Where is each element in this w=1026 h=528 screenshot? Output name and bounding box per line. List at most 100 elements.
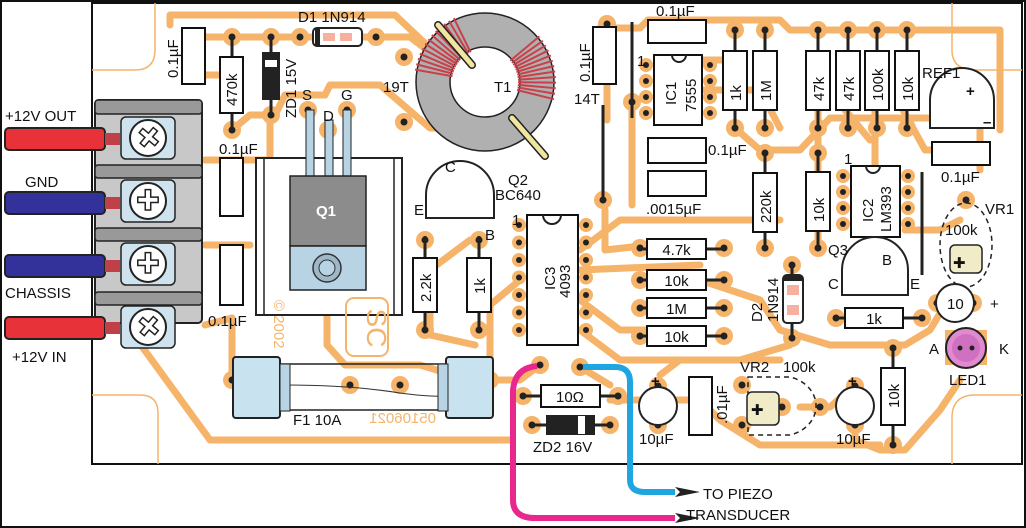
r100k-label: 100k [870,68,887,101]
toroid-winding [517,70,556,79]
vr2-adjust-icon: ✚ [751,402,764,419]
trimpot-vr2[interactable] [746,391,780,426]
zener-zd1 [262,52,280,100]
q1-s-label: S [302,87,312,104]
ic-pin-hole [583,274,589,281]
r10ohm-label: 10Ω [556,389,584,406]
resistor-r1k-c [844,307,904,329]
wire-12v-in [4,316,120,340]
r2k2-label: 2.2k [418,273,435,302]
resistor-1k-a [466,257,492,313]
screw-icon[interactable] [129,245,167,283]
diode-d1 [312,27,363,47]
capacitor-c2 [219,157,244,217]
resistor-r4k7 [646,238,707,260]
trimpot-vr1[interactable] [949,244,983,274]
ic-pin-hole [643,78,649,84]
led1 [945,327,987,369]
vr2-outline [747,376,817,436]
capacitor-10uf-a [638,386,678,426]
capacitor-c5 [647,19,707,44]
ic1-pin1: 1 [637,53,645,70]
toroid-winding [517,83,556,90]
ic3-type: 4093 [557,265,574,298]
ic-pin-hole [583,327,589,333]
screw-icon[interactable] [129,119,167,157]
toroid-winding [448,20,470,55]
resistor-r1m-b [646,297,707,319]
ic-pin-hole [707,110,713,116]
q1-g-label: G [341,87,353,104]
ic1-type: 7555 [683,79,700,112]
q2-type-label: BC640 [495,187,541,204]
ic-pin-hole [583,292,589,298]
mosfet-q1 [255,109,403,316]
toroid-winding [417,57,455,73]
toroid-winding [421,47,457,68]
ref1-plus: + [966,83,975,100]
screw-cross-icon: ✚ [136,184,159,217]
toroid-winding [416,63,454,75]
solder-hole [873,26,881,34]
solder-hole [903,26,911,34]
capacitor-c6 [647,137,707,164]
resistor-r1k-b [722,50,748,111]
ic-pin-hole [707,94,713,100]
solder-hole [738,381,746,389]
led-k-label: K [999,341,1009,358]
d2-label: D2 [749,303,766,322]
resistor-r10k-c [646,269,707,291]
screw-icon[interactable] [129,308,167,346]
f1-label: F1 10A [293,412,341,429]
r10k-b-label: 10k [811,197,828,222]
toroid-t1 [414,12,557,160]
r10k-a-label: 10k [900,76,917,101]
r220k-label: 220k [758,190,775,223]
screw-icon[interactable] [129,182,167,220]
arrow-icon [675,487,700,497]
resistor-r10k-a [894,50,920,111]
solder-hole [731,26,739,34]
c10u-a-plus: + [651,373,660,390]
r1k-b-label: 1k [728,85,745,101]
q2-c-label: C [445,159,456,176]
capacitor-c01 [688,376,713,436]
toroid-winding [452,17,472,53]
corner-mount-tl [92,3,156,71]
capacitor-c7 [647,170,707,197]
resistor-470k [219,56,244,114]
ic-pin-hole [707,78,713,84]
q2-label: Q2 [508,172,528,189]
capacitor-c1 [181,27,206,85]
solder-hole [738,421,746,429]
r4k7-label: 4.7k [662,242,691,259]
q2-e-label: E [414,202,424,219]
corner-mount-bl [92,394,159,464]
c3-label: 0.1µF [208,313,247,330]
c4-label: 0.1µF [577,43,594,82]
ic1-7555 [653,54,703,126]
r10k-e-label: 10k [886,383,903,408]
toroid-winding [517,86,556,95]
resistor-r10k-b [805,171,831,232]
zener-zd2 [546,415,595,435]
q3-e-label: E [910,276,920,293]
fuse-f1 [232,356,494,419]
transistor-q3 [841,236,909,296]
ic-pin-hole [643,62,649,68]
solder-hole [814,26,822,34]
q3-c-label: C [828,276,839,293]
resistor-r47k-b [835,50,861,111]
label-12v-in: +12V IN [12,349,67,366]
solder-hole [396,381,404,389]
c8-label: 0.1µF [941,169,980,186]
ic-pin-hole [643,110,649,116]
vr2-label: VR2 [740,359,769,376]
ic-pin-hole [840,221,846,227]
capacitor-c8 [931,141,991,166]
vr1-value: 100k [945,222,978,239]
arrow-icon [675,513,700,523]
toroid-winding [515,54,552,71]
transistor-q2 [425,160,495,219]
wire-gnd [4,191,120,215]
